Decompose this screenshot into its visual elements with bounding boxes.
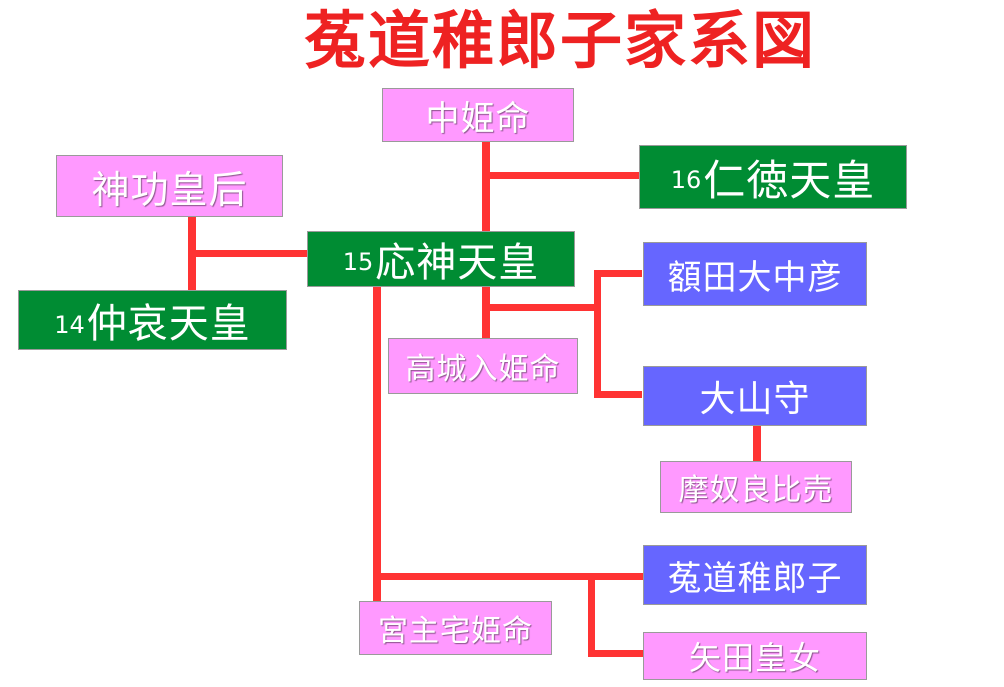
emperor-number: 14 [54,311,85,339]
person-box-chuai: 14 仲哀天皇 [18,290,287,350]
connector-nukata [594,270,642,277]
person-box-yata: 矢田皇女 [643,632,867,680]
person-box-ojin: 15 応神天皇 [307,231,575,287]
emperor-number: 15 [342,248,374,276]
diagram-title: 菟道稚郎子家系図 [303,4,816,77]
connector-takaki [482,286,490,340]
person-name: 高城入姫命 [405,352,561,387]
person-name: 神功皇后 [91,167,248,212]
connector-nakahime-ojin [482,140,490,232]
connector-mahime [753,426,761,462]
person-box-miyanushi: 宮主宅姫命 [359,601,552,655]
person-box-nakahime: 中姫命 [382,88,574,142]
person-box-mahime: 摩奴良比売 [660,461,852,513]
connector-couple-ojin [188,250,308,257]
emperor-number: 16 [670,166,702,194]
person-name: 仁徳天皇 [703,155,876,205]
person-name: 額田大中彦 [667,257,843,298]
connector-takaki-children [482,304,594,311]
connector-yata-vertical [588,573,595,657]
person-name: 矢田皇女 [688,639,821,677]
connector-children-vertical [594,270,601,398]
person-box-takaki: 高城入姫命 [388,338,578,394]
person-box-oyamamori: 大山守 [643,366,867,426]
person-box-nukata: 額田大中彦 [643,242,867,306]
connector-miyanushi-children [373,573,643,580]
person-box-uji: 菟道稚郎子 [643,545,867,605]
connector-miyanushi [373,286,381,602]
person-name: 中姫命 [425,98,531,139]
connector-yata [588,650,644,657]
person-name: 摩奴良比売 [678,473,834,508]
person-box-nintoku: 16 仁徳天皇 [639,145,907,209]
person-name: 菟道稚郎子 [667,558,843,599]
connector-nintoku [482,172,640,179]
connector-oyamamori [594,391,642,398]
person-name: 仲哀天皇 [86,301,251,347]
person-name: 宮主宅姫命 [378,614,533,649]
person-name: 大山守 [699,379,811,420]
person-box-jingu: 神功皇后 [56,155,283,217]
person-name: 応神天皇 [375,240,540,286]
